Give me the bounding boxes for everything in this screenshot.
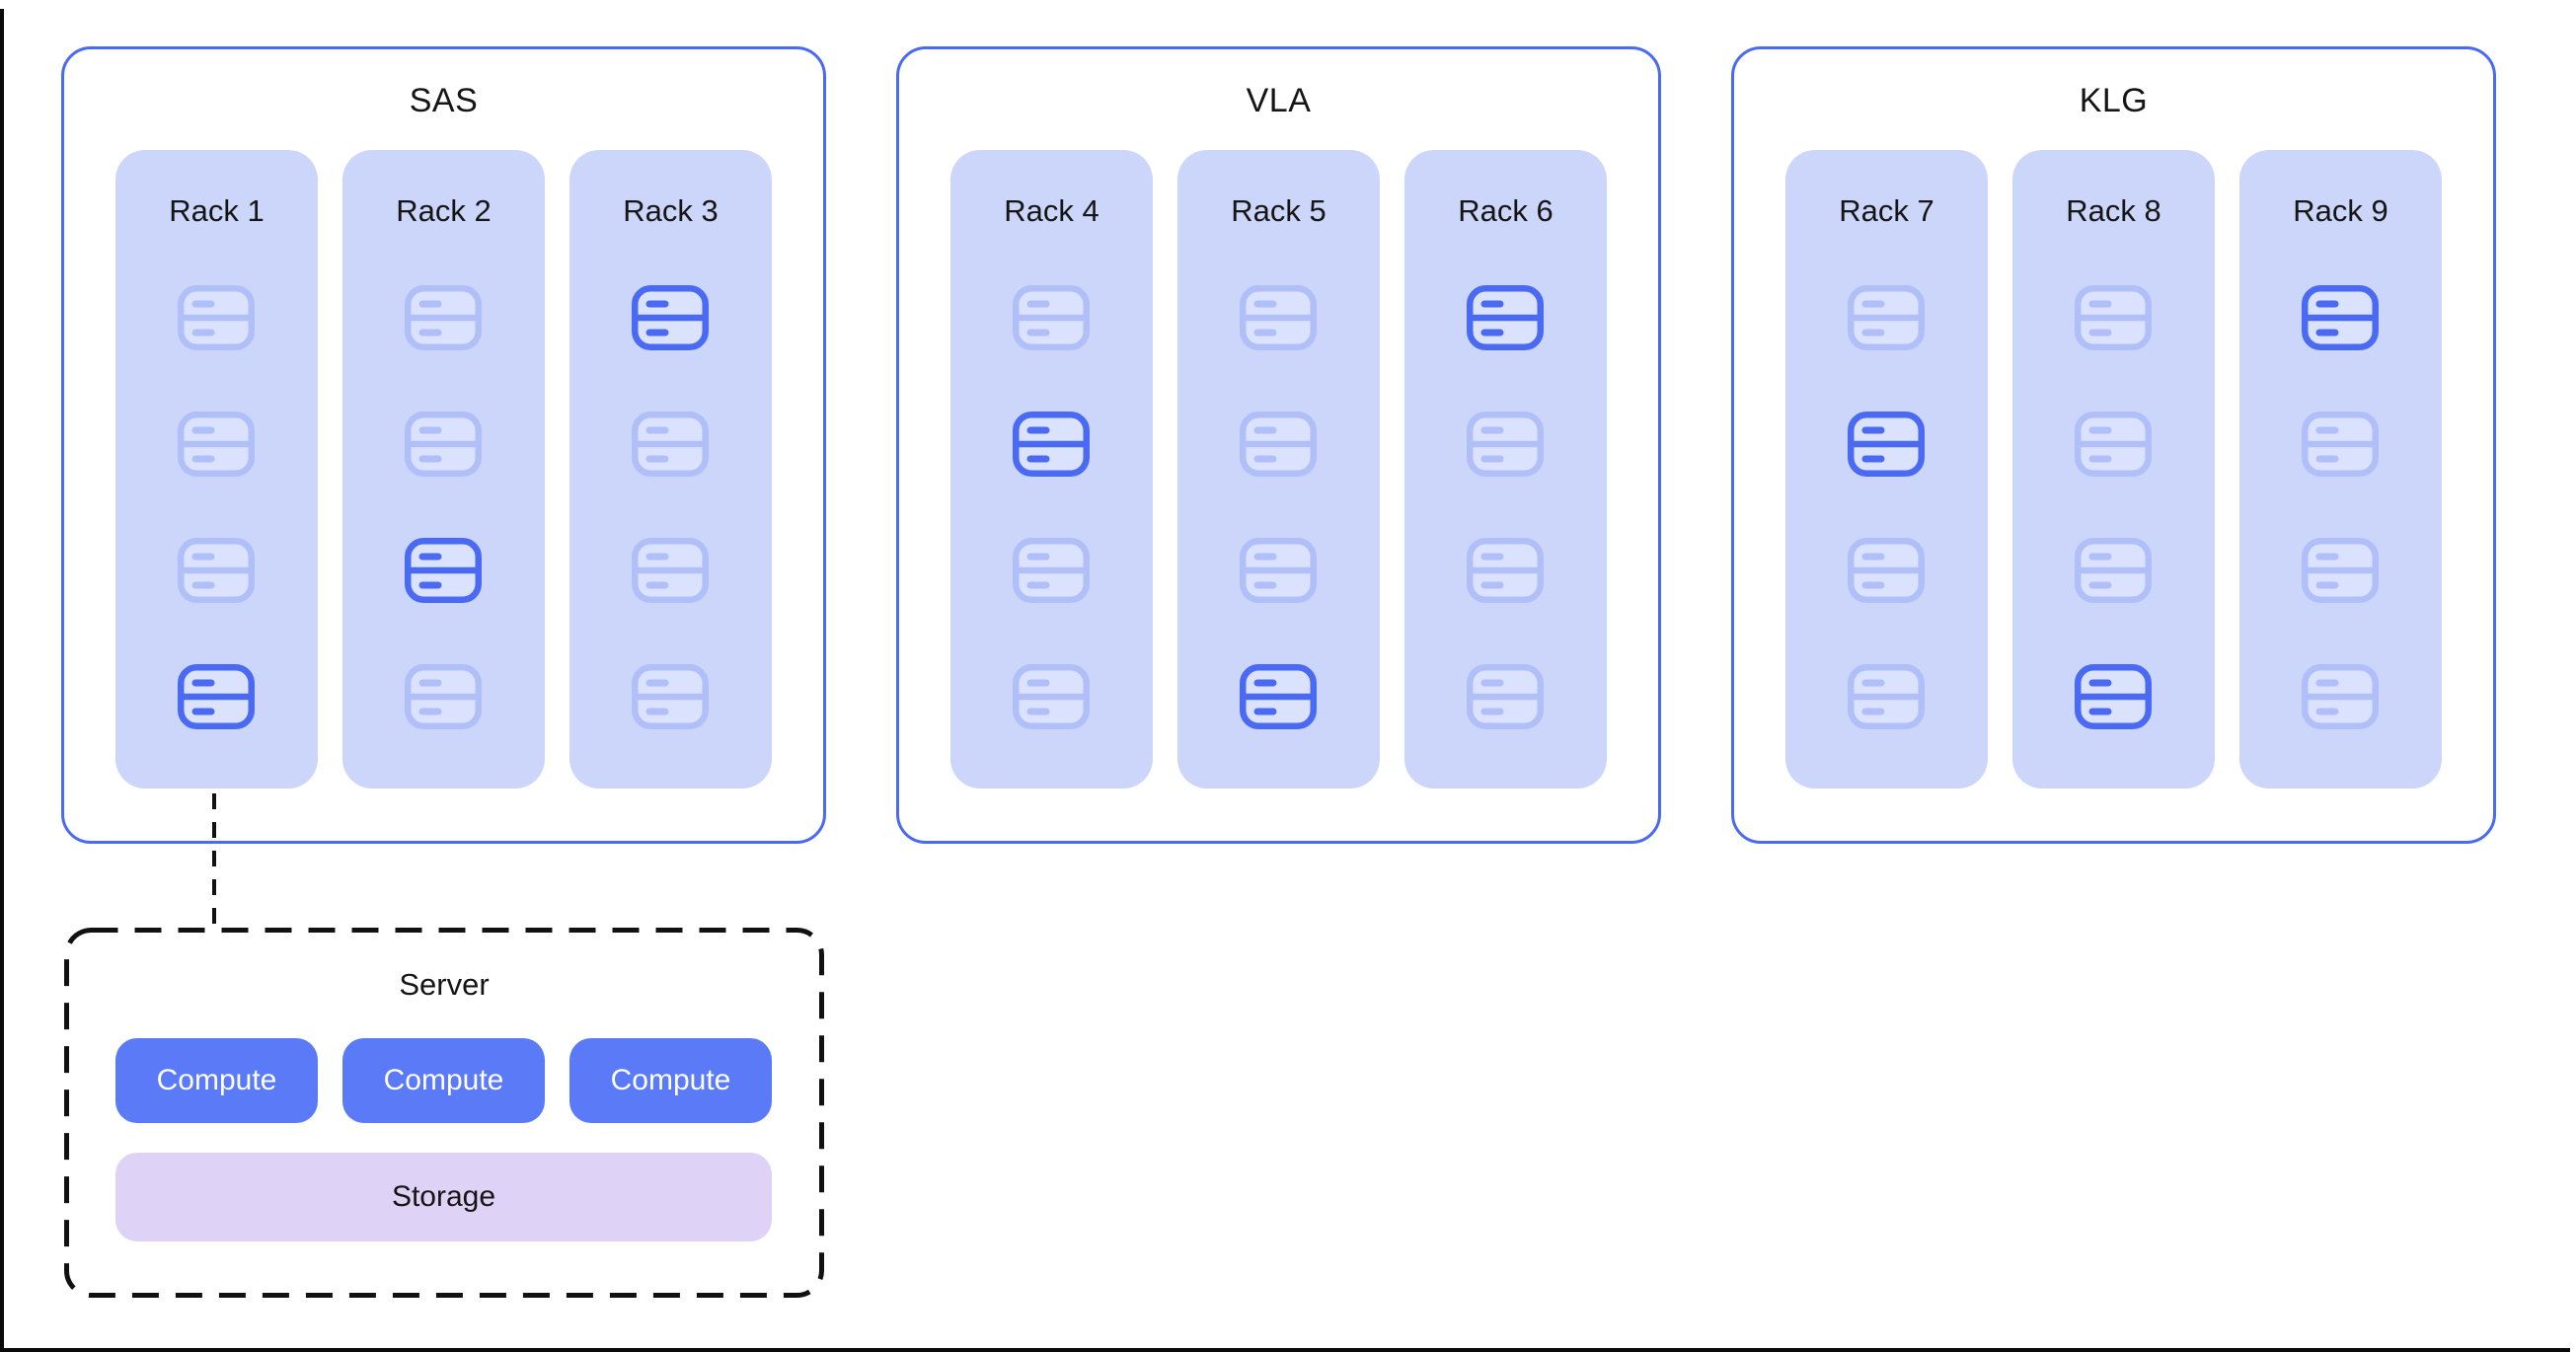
server-icon-dim — [1240, 412, 1317, 477]
server-icon-dim — [1848, 664, 1925, 729]
datacenter-regions: SAS Rack 1 Rack 2 — [61, 46, 2496, 844]
rack-1: Rack 1 — [115, 150, 318, 789]
server-icon-dim — [1240, 538, 1317, 603]
rack-5: Rack 5 — [1177, 150, 1380, 789]
region-title-klg: KLG — [2079, 82, 2149, 119]
server-icon-dim — [2075, 285, 2152, 350]
compute-chip: Compute — [342, 1038, 545, 1123]
server-icon-active — [632, 285, 709, 350]
rack-1-label: Rack 1 — [169, 193, 265, 228]
server-icon-dim — [1013, 538, 1090, 603]
server-icon-dim — [2302, 412, 2379, 477]
canvas-frame-bottom-edge — [0, 1348, 2570, 1352]
rack-6-label: Rack 6 — [1458, 193, 1553, 228]
server-detail-box: Server Compute Compute Compute Storage — [64, 928, 824, 1298]
rack-4-label: Rack 4 — [1004, 193, 1099, 228]
rack-8: Rack 8 — [2012, 150, 2215, 789]
server-icon-active — [405, 538, 482, 603]
server-icon-dim — [178, 285, 255, 350]
server-icon-dim — [1013, 664, 1090, 729]
server-icon-dim — [632, 412, 709, 477]
server-icon-dim — [1467, 538, 1544, 603]
rack-3-label: Rack 3 — [623, 193, 719, 228]
server-icon-dim — [405, 664, 482, 729]
rack-9: Rack 9 — [2239, 150, 2442, 789]
server-icon-dim — [405, 412, 482, 477]
server-icon-dim — [2075, 412, 2152, 477]
rack-6: Rack 6 — [1404, 150, 1607, 789]
server-icon-dim — [2302, 538, 2379, 603]
server-icon-active — [1848, 412, 1925, 477]
server-icon-active — [2075, 664, 2152, 729]
rack-7: Rack 7 — [1785, 150, 1988, 789]
rack-2: Rack 2 — [342, 150, 545, 789]
compute-chip: Compute — [115, 1038, 318, 1123]
server-icon-dim — [1848, 285, 1925, 350]
rack1-server-connector-line — [212, 793, 216, 928]
region-vla-racks-row: Rack 4 Rack 5 — [899, 150, 1658, 789]
rack-9-label: Rack 9 — [2293, 193, 2388, 228]
region-sas-racks-row: Rack 1 Rack 2 — [64, 150, 823, 789]
server-icon-active — [1013, 412, 1090, 477]
server-icon-dim — [178, 538, 255, 603]
server-icon-dim — [2075, 538, 2152, 603]
compute-chip: Compute — [569, 1038, 772, 1123]
canvas-frame-left-edge — [0, 9, 4, 1352]
server-icon-dim — [1240, 285, 1317, 350]
server-icon-dim — [405, 285, 482, 350]
storage-block: Storage — [115, 1153, 772, 1241]
region-box-sas: SAS Rack 1 Rack 2 — [61, 46, 826, 844]
rack-3: Rack 3 — [569, 150, 772, 789]
rack-4: Rack 4 — [950, 150, 1153, 789]
server-icon-active — [178, 664, 255, 729]
server-icon-dim — [632, 664, 709, 729]
server-detail-dashed-border — [64, 928, 824, 1298]
region-box-klg: KLG Rack 7 Rack 8 — [1731, 46, 2496, 844]
rack-5-label: Rack 5 — [1231, 193, 1326, 228]
server-icon-dim — [1467, 664, 1544, 729]
region-klg-racks-row: Rack 7 Rack 8 — [1734, 150, 2493, 789]
server-icon-dim — [2302, 664, 2379, 729]
server-icon-dim — [1467, 412, 1544, 477]
server-icon-dim — [1013, 285, 1090, 350]
server-icon-active — [2302, 285, 2379, 350]
region-title-vla: VLA — [1246, 82, 1312, 119]
region-title-sas: SAS — [409, 82, 479, 119]
server-icon-active — [1240, 664, 1317, 729]
server-detail-title: Server — [399, 967, 490, 1002]
rack-2-label: Rack 2 — [396, 193, 492, 228]
server-icon-dim — [632, 538, 709, 603]
rack-7-label: Rack 7 — [1839, 193, 1934, 228]
server-icon-active — [1467, 285, 1544, 350]
server-icon-dim — [1848, 538, 1925, 603]
server-icon-dim — [178, 412, 255, 477]
region-box-vla: VLA Rack 4 Rack 5 — [896, 46, 1661, 844]
rack-8-label: Rack 8 — [2066, 193, 2161, 228]
compute-chips-row: Compute Compute Compute — [115, 1038, 772, 1123]
